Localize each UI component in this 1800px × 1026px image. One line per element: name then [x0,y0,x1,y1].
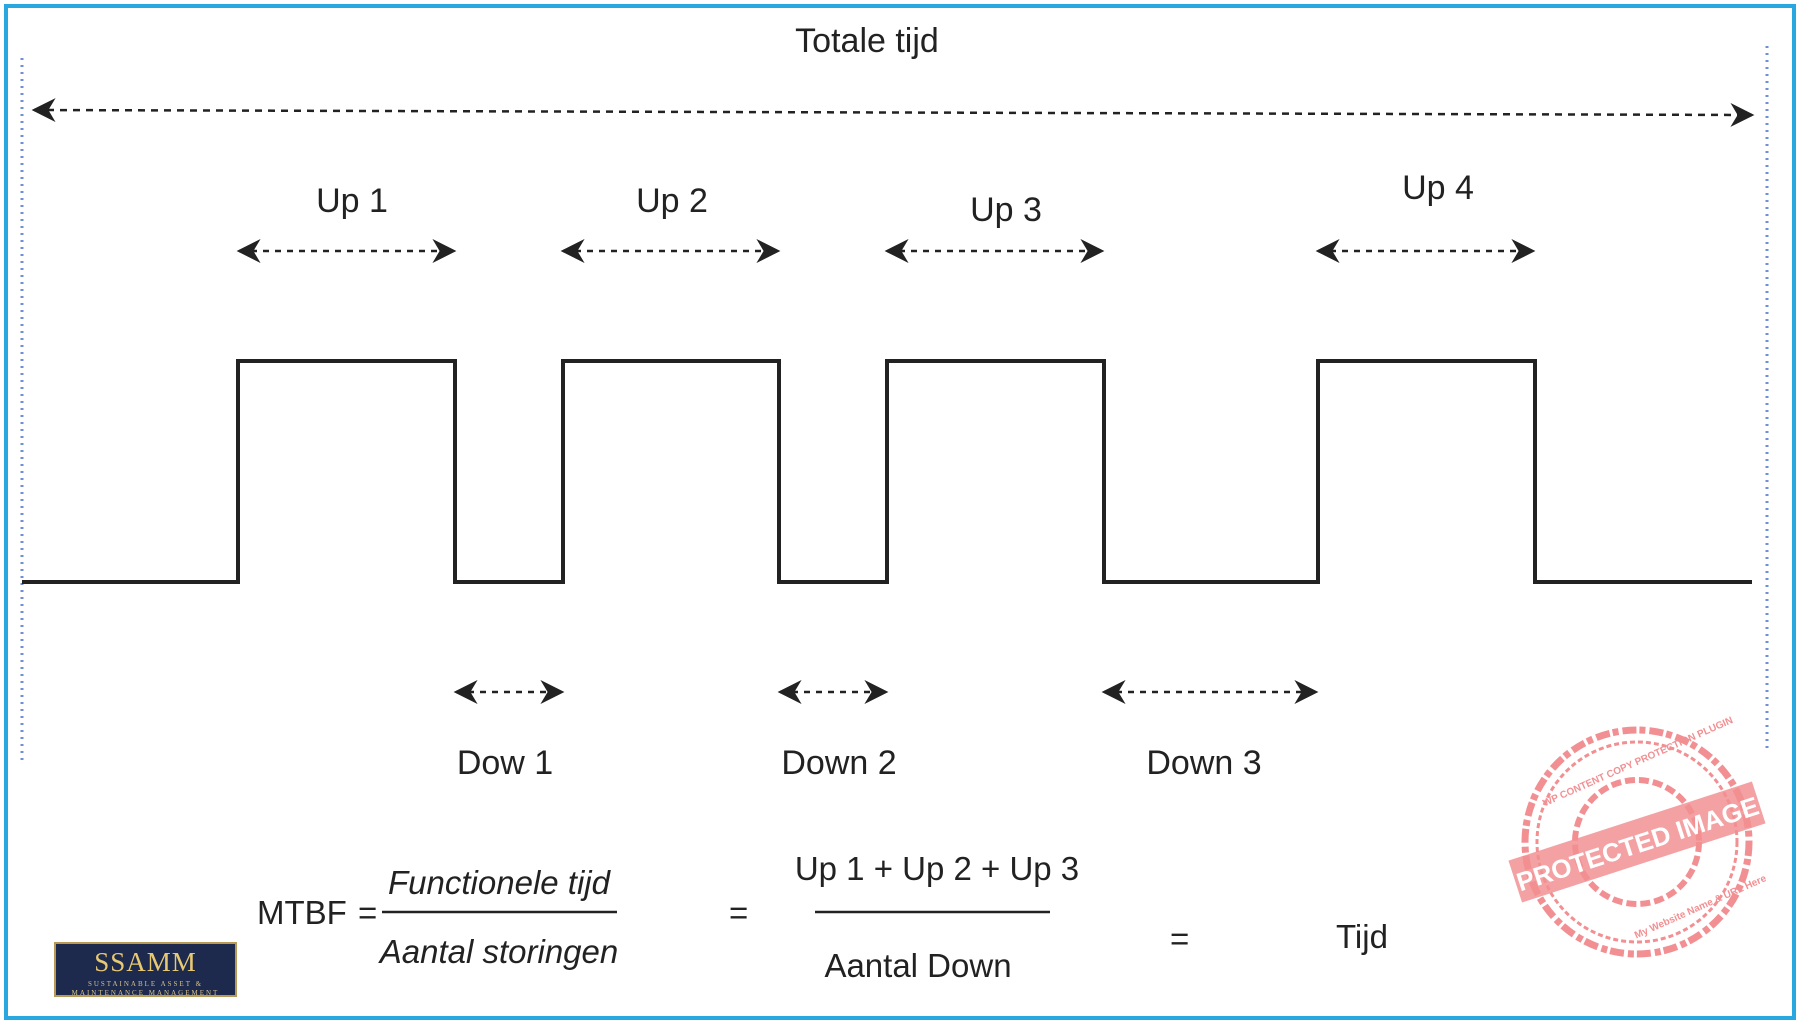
numerator-up-sum: Up 1 + Up 2 + Up 3 [794,850,1080,887]
down-1-label: Dow 1 [456,744,554,782]
logo-name: SSAMM [94,947,197,977]
up-3-label: Up 3 [970,191,1042,229]
denominator-aantal-storingen: Aantal storingen [379,933,619,970]
down-3-label: Down 3 [1146,744,1262,782]
down-2-label: Down 2 [781,744,897,782]
stamp-ring-top: WP CONTENT COPY PROTECTION PLUGIN [1541,715,1734,809]
up-down-square-wave [22,359,1752,584]
stamp-ring-bottom: My Website Name & URL Here [1633,873,1769,941]
equals-sign-2: = [729,894,749,931]
result-tijd: Tijd [1336,918,1388,955]
numerator-functionele-tijd: Functionele tijd [388,864,610,901]
mtbf-label: MTBF [257,894,347,931]
up-2-label: Up 2 [636,182,708,220]
logo-tagline-1: SUSTAINABLE ASSET & [87,980,204,988]
total-time-arrow [31,98,1755,127]
logo-tagline-2: MAINTENANCE MANAGEMENT [71,989,220,997]
protected-image-stamp: PROTECTED IMAGE WP CONTENT COPY PROTECTI… [1508,715,1769,958]
equals-sign-3: = [1170,920,1190,957]
equals-sign-1: = [358,894,378,931]
up-1-label: Up 1 [316,182,388,220]
up-4-label: Up 4 [1402,169,1474,207]
outer-frame [4,4,1796,1020]
ssamm-logo: SSAMM SUSTAINABLE ASSET & MAINTENANCE MA… [54,942,237,997]
total-time-label: Totale tijd [795,22,939,60]
denominator-aantal-down: Aantal Down [824,947,1012,984]
